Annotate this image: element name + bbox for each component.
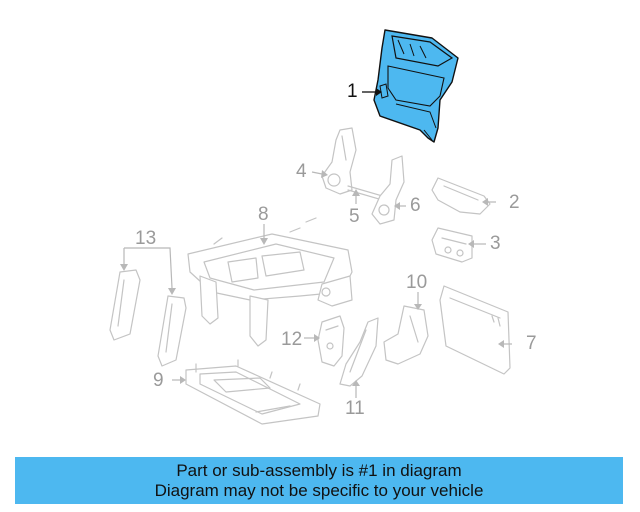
part-3-clip[interactable] (431, 227, 473, 263)
callout-11[interactable]: 11 (345, 398, 365, 419)
callout-4[interactable]: 4 (296, 161, 307, 182)
part-10-cover[interactable] (383, 305, 429, 365)
callout-1[interactable]: 1 (347, 81, 358, 102)
part-4-recliner[interactable] (321, 127, 357, 195)
part-12-bracket[interactable] (317, 315, 345, 367)
callout-12[interactable]: 12 (281, 329, 303, 350)
part-7-panel[interactable] (439, 285, 511, 375)
banner-line-1: Part or sub-assembly is #1 in diagram (176, 460, 462, 480)
callout-13[interactable]: 13 (135, 228, 157, 249)
callout-9[interactable]: 9 (153, 370, 164, 391)
part-1-seat-back-frame[interactable] (373, 29, 459, 143)
info-banner: Part or sub-assembly is #1 in diagram Di… (15, 457, 623, 504)
part-13-side-panels[interactable] (109, 269, 187, 367)
part-2-bracket[interactable] (431, 177, 491, 215)
callout-10[interactable]: 10 (406, 272, 428, 293)
callout-2[interactable]: 2 (509, 192, 520, 213)
callout-5[interactable]: 5 (349, 206, 360, 227)
callout-3[interactable]: 3 (490, 233, 501, 254)
part-8-seat-frame[interactable] (187, 217, 353, 347)
banner-line-2: Diagram may not be specific to your vehi… (154, 480, 484, 500)
callout-8[interactable]: 8 (258, 204, 269, 225)
leader-lines (120, 88, 512, 398)
callout-7[interactable]: 7 (526, 333, 537, 354)
part-11-trim[interactable] (339, 317, 379, 387)
part-9-tray[interactable] (185, 359, 321, 425)
part-6-bracket[interactable] (371, 155, 405, 225)
callout-6[interactable]: 6 (410, 195, 421, 216)
parts-diagram (109, 29, 512, 425)
